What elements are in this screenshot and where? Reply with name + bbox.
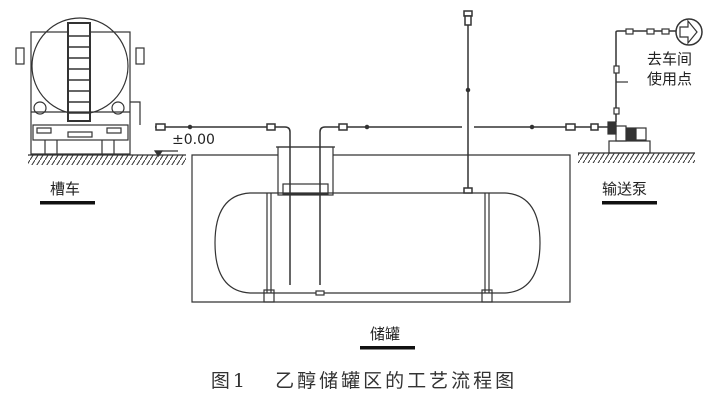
valve-icon [266,123,276,131]
tanker-label: 槽车 [50,180,81,198]
arrow-right-icon [679,19,698,45]
valve-icon [155,123,166,131]
main-pipeline [155,123,608,285]
transfer-pump [607,18,703,154]
tank-pit [191,146,571,303]
storage-tank-label-underline [360,346,415,350]
figure-number: 图1 [210,370,248,392]
valve-icon [590,123,599,131]
destination-label-line1: 去车间 [647,50,693,68]
vent-pipe [463,10,473,194]
tanker-label-underline [40,201,95,205]
storage-tank-label: 储罐 [370,325,401,343]
pump-label-underline [602,201,657,205]
pump-label: 输送泵 [602,180,648,198]
tanker-truck [15,17,145,155]
destination-circle [675,18,703,46]
valve-icon [565,123,576,131]
storage-tank [214,192,541,303]
elevation-label: ±0.00 [172,132,215,148]
figure-title: 乙醇储罐区的工艺流程图 [275,370,518,392]
figure-caption: 图1 乙醇储罐区的工艺流程图 [0,366,728,393]
valve-icon [338,123,348,131]
destination-label-line2: 使用点 [647,70,693,88]
ground-hatch-left [28,155,186,165]
ground-hatch-right [578,153,695,163]
